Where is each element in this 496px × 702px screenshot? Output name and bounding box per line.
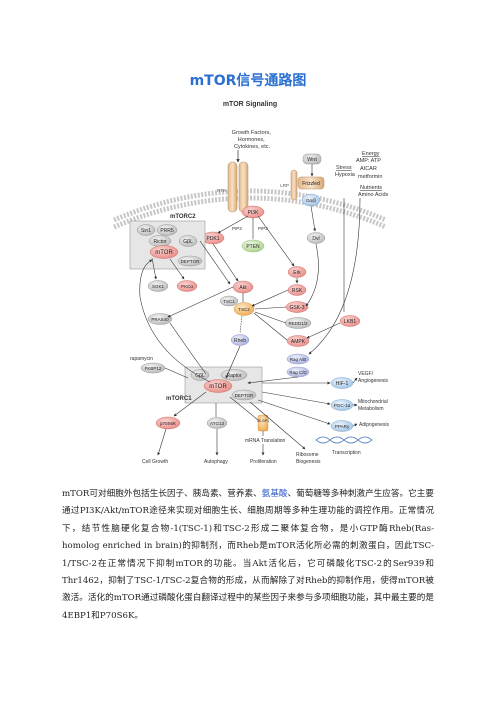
mtorc1-mtor-node: [203, 379, 233, 393]
svg-text:GβL: GβL: [183, 239, 193, 245]
metformin-label: metformin: [358, 174, 382, 180]
svg-text:AMPK: AMPK: [291, 339, 306, 345]
svg-text:Frizzled: Frizzled: [302, 181, 320, 187]
svg-text:ATG13: ATG13: [210, 421, 224, 426]
svg-text:GβL: GβL: [195, 373, 205, 379]
svg-text:PGC-1α: PGC-1α: [334, 403, 351, 408]
frizzled-node: [297, 176, 325, 190]
pras40-node: [147, 313, 173, 325]
svg-text:Rictor: Rictor: [153, 239, 166, 245]
svg-text:DEPTOR: DEPTOR: [235, 393, 254, 398]
erk-node: [287, 266, 307, 278]
svg-text:Akt: Akt: [239, 285, 247, 291]
ampk-node: [286, 335, 310, 347]
svg-text:Raptor: Raptor: [226, 373, 241, 379]
svg-text:Erk: Erk: [293, 270, 301, 276]
p70s6k-node: [155, 416, 181, 430]
svg-text:DEPTOR: DEPTOR: [181, 259, 200, 264]
svg-text:Rheb: Rheb: [234, 338, 246, 344]
svg-text:PTEN: PTEN: [246, 244, 260, 250]
tsc2-node: [233, 302, 255, 316]
svg-text:RTK: RTK: [217, 188, 226, 193]
svg-text:Rag A/B: Rag A/B: [290, 357, 307, 362]
svg-text:FKBP12: FKBP12: [145, 366, 162, 371]
mito-label: Mitochondrial Metabolism: [358, 399, 389, 412]
svg-text:Rag C/D: Rag C/D: [289, 370, 307, 375]
prr5-node: [156, 224, 178, 236]
svg-text:PKCα: PKCα: [181, 284, 193, 289]
mtorc2-gbl-node: [178, 235, 198, 247]
mtor-signaling-diagram: mTOR Signaling Growth Factors, Hormones,…: [113, 101, 390, 465]
rtk-receptor: RTK: [217, 161, 249, 213]
svg-text:RSK: RSK: [292, 288, 303, 294]
svg-text:4E-BP1: 4E-BP1: [257, 419, 269, 423]
svg-text:Sin1: Sin1: [141, 228, 151, 234]
autophagy-label: Autophagy: [204, 459, 228, 465]
adipogenesis-label: Adipogenesis: [359, 422, 390, 428]
redd-node: [284, 317, 312, 329]
svg-text:PDK1: PDK1: [206, 236, 219, 242]
svg-text:HIF-1: HIF-1: [336, 381, 349, 387]
ribosome-biogenesis-label: Ribosome Biogenesis: [296, 452, 321, 465]
sin1-node: [136, 224, 156, 236]
svg-text:TSC2: TSC2: [238, 307, 250, 312]
svg-text:mTOR: mTOR: [155, 250, 173, 256]
page-title: mTOR信号通路图: [189, 73, 307, 89]
mtorc1-deptor-node: [231, 389, 257, 401]
proliferation-label: Proliferation: [250, 459, 277, 465]
svg-text:Wnt: Wnt: [307, 157, 317, 163]
amp-atp-label: AMP: ATP: [356, 158, 381, 164]
dvl-node: [306, 232, 326, 244]
svg-text:p70S6K: p70S6K: [160, 421, 176, 426]
mtorc2-label: mTORC2: [170, 214, 196, 220]
hypoxia-label: Hypoxia: [335, 172, 356, 178]
pip2-label: PIP2: [258, 226, 268, 231]
aicar-label: AICAR: [360, 166, 377, 172]
tsc1-node: [219, 295, 239, 307]
energy-label: Energy: [362, 151, 380, 157]
svg-text:PRAS40: PRAS40: [151, 317, 169, 322]
svg-text:LKB1: LKB1: [344, 319, 356, 325]
svg-text:PI3K: PI3K: [248, 210, 260, 216]
svg-text:mTOR: mTOR: [209, 384, 227, 390]
pathway-edges: [139, 164, 361, 456]
body-paragraph: mTOR可对细胞外包括生长因子、胰岛素、营养素、氨基酸、葡萄糖等多种刺激产生应答…: [62, 489, 434, 621]
svg-text:PRR5: PRR5: [160, 228, 174, 234]
mtorc1-label: mTORC1: [166, 396, 192, 402]
pip3-label: PIP3: [232, 226, 242, 231]
lrp-receptor: [290, 169, 298, 201]
lrp-label: LRP: [280, 183, 289, 188]
mtorc2-deptor-node: [177, 255, 203, 267]
svg-text:Dvl: Dvl: [312, 236, 319, 242]
svg-text:REDD1/2: REDD1/2: [288, 321, 308, 326]
4ebp1-node: [257, 414, 269, 432]
amino-acids-label: Amino Acids: [358, 192, 389, 198]
rag-ab-node: [286, 353, 310, 365]
mtorc2-mtor-node: [149, 245, 179, 259]
svg-text:GSK-3: GSK-3: [289, 305, 304, 311]
transcription-label: Transcription: [332, 450, 361, 456]
svg-text:Gα/β: Gα/β: [306, 198, 316, 203]
lkb1-node: [339, 315, 361, 327]
svg-text:TSC1: TSC1: [223, 299, 235, 304]
amino-acid-link[interactable]: 氨基酸: [261, 489, 288, 499]
cell-growth-label: Cell Growth: [142, 459, 168, 465]
pkca-node: [176, 280, 198, 292]
mrna-translation-label: mRNA Translation: [245, 438, 286, 444]
atg13-node: [206, 417, 228, 429]
diagram-title: mTOR Signaling: [223, 101, 277, 108]
growth-factors-label: Growth Factors, Hormones, Cytokines, etc…: [232, 130, 273, 150]
stress-label: Stress: [336, 165, 352, 171]
svg-text:SGK1: SGK1: [152, 284, 165, 289]
vegf-label: VEGF/ Angiogenesis: [358, 371, 389, 384]
rheb-node: [230, 334, 250, 346]
sgk1-node: [147, 280, 169, 292]
svg-text:PPARγ: PPARγ: [335, 424, 350, 429]
pten-node: [241, 239, 265, 253]
nutrients-label: Nutrients: [360, 185, 382, 191]
rapamycin-label: rapamycin: [130, 356, 153, 362]
cell-membrane-outer: [113, 188, 387, 223]
dna-helix-icon: [315, 436, 373, 444]
cell-membrane-inner: [113, 195, 387, 230]
